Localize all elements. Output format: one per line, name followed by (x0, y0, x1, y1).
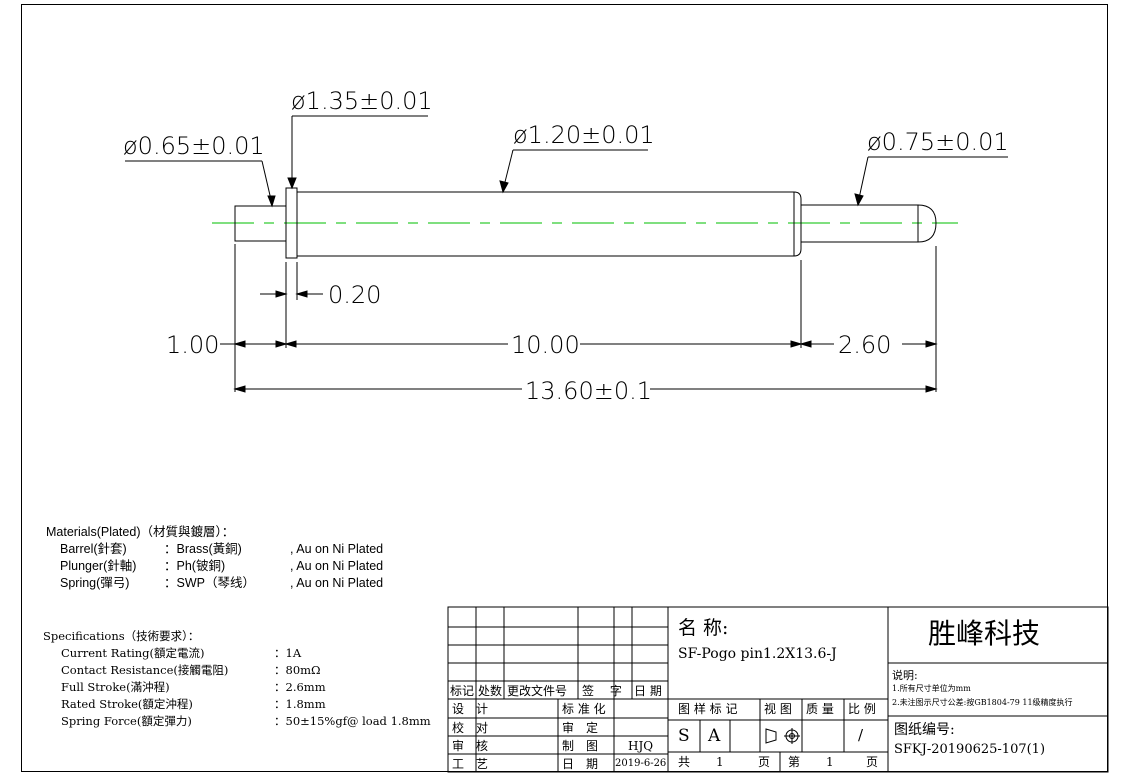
specifications-block: Specifications（技術要求）： Current Rating(額定電… (43, 628, 431, 730)
process-label: 工 艺 (452, 757, 489, 771)
spec-row: Rated Stroke(額定沖程) ：1.8mm (43, 696, 431, 713)
spec-row: Current Rating(額定電流) ：1A (43, 645, 431, 662)
dim-len-plunger: 2.60 (838, 331, 891, 359)
drawing-no: SFKJ-20190625-107(1) (894, 742, 1046, 757)
material-part: Plunger(針軸) (60, 559, 137, 573)
company-name: 胜峰科技 (928, 617, 1041, 650)
materials-row: Barrel(針套) ：Brass(黃銅) , Au on Ni Plated (46, 541, 383, 558)
material-part: Spring(彈弓) (60, 576, 130, 590)
dim-line-lengths (220, 340, 938, 348)
materials-block: Materials(Plated)（材質與鍍層）： Barrel(針套) ：Br… (46, 524, 383, 592)
notes-label: 说明: (892, 669, 918, 682)
material-name: ：Ph(铍銅) (164, 559, 226, 573)
check-label: 校 对 (452, 721, 489, 735)
material-plating: , Au on Ni Plated (290, 542, 384, 556)
date-value: 2019-6-26 (615, 758, 667, 769)
materials-heading: Materials(Plated)（材質與鍍層）： (46, 525, 235, 539)
name-label: 名 称: (678, 617, 729, 639)
total-pages: 1 (716, 755, 724, 769)
view-label: 视 图 (764, 702, 792, 716)
scale-value: / (858, 726, 864, 744)
spec-value: ：1A (274, 646, 302, 660)
spec-value: ：2.6mm (274, 680, 326, 694)
extension-lines (234, 244, 937, 392)
sheet-no: 1 (826, 755, 834, 769)
spec-label: Rated Stroke(額定沖程) (61, 697, 193, 711)
spec-heading: Specifications（技術要求）： (43, 629, 200, 643)
pin-plunger (801, 204, 937, 243)
mass-label: 质 量 (806, 702, 834, 716)
spec-row: Contact Resistance(接觸電阻) ：80mΩ (43, 662, 431, 679)
dim-dia-tip: ø0.65±0.01 (123, 132, 265, 160)
material-name: ：SWP（琴线） (164, 576, 255, 590)
spec-value: ：50±15%gf@ load 1.8mm (274, 714, 431, 728)
sample-mark-label: 图 样 标 记 (678, 702, 738, 716)
dim-line-collar (260, 290, 323, 298)
note-1: 1.所有尺寸单位为mm (892, 684, 971, 693)
page-label-2: 页 (866, 755, 879, 769)
dim-len-tail: 1.00 (166, 331, 219, 359)
spec-label: Spring Force(額定彈力) (61, 714, 192, 728)
materials-row: Plunger(針軸) ：Ph(铍銅) , Au on Ni Plated (46, 558, 383, 575)
spec-label: Current Rating(額定電流) (61, 646, 205, 660)
material-name: ：Brass(黃銅) (164, 542, 242, 556)
drawing-no-label: 图纸编号: (894, 722, 955, 738)
audit-label: 审 核 (452, 739, 489, 753)
rev-header: 标记 (450, 684, 475, 698)
spec-label: Contact Resistance(接觸電阻) (61, 663, 229, 677)
materials-row: Spring(彈弓) ：SWP（琴线） , Au on Ni Plated (46, 575, 383, 592)
mark-a: A (708, 726, 721, 746)
spec-row: Spring Force(額定彈力) ：50±15%gf@ load 1.8mm (43, 713, 431, 730)
dim-dia-collar: ø1.35±0.01 (291, 87, 433, 115)
leader-tip (125, 160, 276, 208)
spec-row: Full Stroke(滿沖程) ：2.6mm (43, 679, 431, 696)
leader-plunger (854, 156, 1008, 207)
spec-value: ：1.8mm (274, 697, 326, 711)
rev-header: 处数 (478, 684, 503, 698)
name-value: SF-Pogo pin1.2X13.6-J (678, 646, 837, 662)
material-plating: , Au on Ni Plated (290, 576, 384, 590)
note-2: 2.未注图示尺寸公差:按GB1804-79 11级精度执行 (892, 698, 1073, 707)
scale-label: 比 例 (848, 702, 876, 716)
rev-header: 签 字 (582, 684, 622, 698)
dim-line-total (233, 385, 938, 393)
dim-len-barrel: 10.00 (511, 331, 580, 359)
spec-label: Full Stroke(滿沖程) (61, 680, 170, 694)
mark-s: S (678, 726, 690, 746)
leader-barrel (499, 149, 648, 194)
date-label: 日 期 (562, 757, 599, 771)
dim-len-total: 13.60±0.1 (525, 377, 652, 405)
review-label: 审 定 (562, 721, 599, 735)
page-label: 页 (758, 755, 771, 769)
material-part: Barrel(針套) (60, 542, 127, 556)
dim-dia-barrel: ø1.20±0.01 (513, 121, 655, 149)
total-label: 共 (678, 755, 691, 769)
leader-collar (287, 115, 428, 190)
rev-header: 更改文件号 (507, 684, 568, 698)
dim-dia-plunger: ø0.75±0.01 (867, 128, 1009, 156)
design-label: 设 计 (452, 702, 489, 716)
projection-symbol-icon (765, 728, 800, 744)
drawn-label: 制 图 (562, 739, 599, 753)
material-plating: , Au on Ni Plated (290, 559, 384, 573)
spec-value: ：80mΩ (274, 663, 321, 677)
sheet-label: 第 (788, 755, 801, 769)
drawn-by: HJQ (628, 739, 654, 753)
dim-collar-width: 0.20 (328, 281, 381, 309)
standard-label: 标 准 化 (562, 702, 606, 716)
pin-barrel (297, 191, 802, 257)
rev-header: 日 期 (634, 684, 662, 698)
